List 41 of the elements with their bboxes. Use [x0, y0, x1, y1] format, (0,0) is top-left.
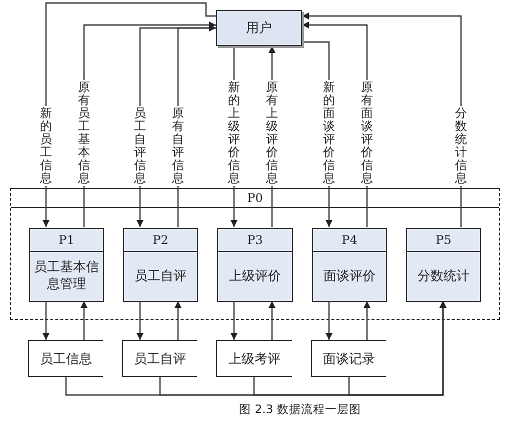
- arrow: [42, 301, 50, 340]
- figure-caption: 图 2.3 数据流程一层图: [238, 402, 362, 417]
- edge-label: 分数统计信息: [454, 106, 468, 186]
- process-label: 员工自评: [134, 268, 188, 286]
- process-id: P3: [218, 229, 292, 252]
- edge-label: 员工自评信息: [134, 106, 146, 186]
- edge-label: 原有自评信息: [172, 106, 184, 186]
- edge-label: 原有上级评价信息: [266, 80, 278, 186]
- arrow: [348, 301, 446, 396]
- arrow: [268, 301, 276, 340]
- process-box: [217, 228, 293, 302]
- process-id: P5: [407, 229, 480, 252]
- entity-box: 用户: [216, 10, 302, 46]
- process-box: [29, 228, 104, 302]
- process-box: [123, 228, 198, 302]
- edge-label: 原有面谈评价信息: [360, 80, 374, 186]
- edge-label: 新的面谈评价信息: [322, 80, 336, 186]
- edge-label: 新的上级评价信息: [228, 80, 240, 186]
- process-box: [406, 228, 481, 302]
- group-header: P0: [11, 189, 499, 208]
- process-label: 面谈评价: [322, 268, 376, 286]
- process-box: [312, 228, 387, 302]
- process-label: 分数统计: [416, 268, 470, 286]
- process-label: 上级评价: [228, 268, 282, 286]
- edge-label: 新的员工信息: [40, 106, 52, 186]
- dashed-frame: [10, 188, 500, 320]
- process-label: 员工基本信息管理: [33, 259, 100, 294]
- arrow: [136, 301, 144, 340]
- data-store: 上级考评: [216, 340, 292, 377]
- data-store: 员工信息: [28, 340, 103, 377]
- data-store: 面谈记录: [311, 340, 386, 377]
- arrow: [326, 301, 332, 340]
- arrow: [80, 301, 88, 340]
- data-store: 员工自评: [122, 340, 197, 377]
- arrow: [174, 301, 182, 340]
- edge-label: 原有员工基本信息: [78, 80, 90, 186]
- process-id: P4: [313, 229, 386, 252]
- arrow: [364, 301, 370, 340]
- arrow: [230, 301, 238, 340]
- process-id: P2: [124, 229, 197, 252]
- process-id: P1: [30, 229, 103, 252]
